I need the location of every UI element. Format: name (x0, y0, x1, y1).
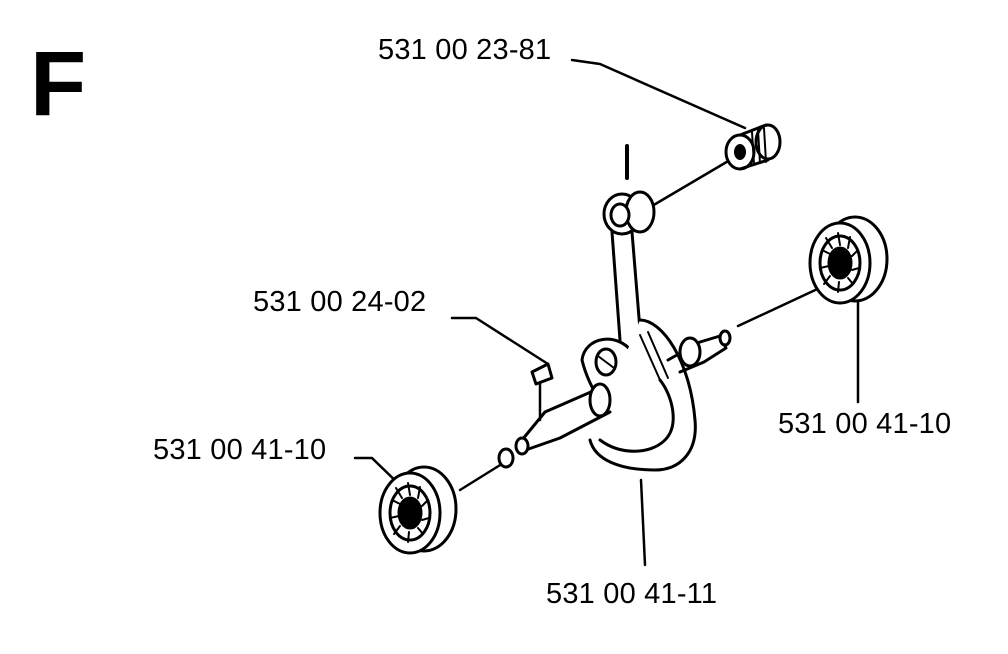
part-label-crankshaft: 531 00 41-11 (546, 578, 718, 610)
leader-woodruff-key (450, 316, 550, 366)
leader-needle-bearing (570, 58, 747, 130)
part-label-ball-bearing-right: 531 00 41-10 (778, 408, 952, 440)
section-letter: F (30, 33, 87, 135)
leader-lines (353, 58, 860, 567)
connecting-rod-icon (598, 144, 656, 374)
part-label-ball-bearing-left: 531 00 41-10 (153, 434, 327, 466)
crankshaft-icon (497, 318, 732, 472)
ball-bearing-right-icon (808, 215, 889, 305)
leader-crankshaft (639, 478, 647, 567)
part-label-needle-bearing: 531 00 23-81 (378, 34, 552, 66)
woodruff-key-icon (530, 362, 554, 386)
needle-bearing-icon (724, 123, 782, 171)
part-label-woodruff-key: 531 00 24-02 (253, 286, 427, 318)
ball-bearing-left-icon (378, 465, 458, 555)
assembly-axis-lines (458, 158, 828, 492)
